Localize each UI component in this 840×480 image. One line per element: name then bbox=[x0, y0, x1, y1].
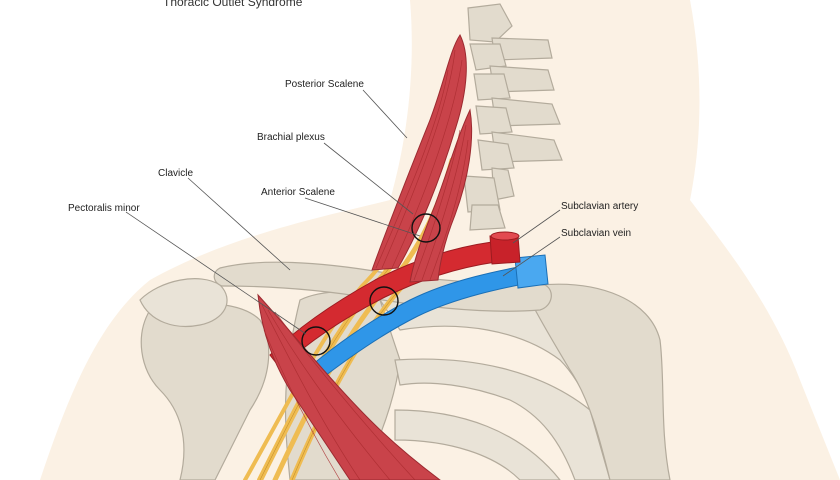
compression-circle-costoclavicular bbox=[369, 286, 399, 316]
compression-circle-pectoralis bbox=[301, 326, 331, 356]
compression-sites bbox=[301, 213, 441, 356]
diagram-title: Thoracic Outlet Syndrome bbox=[163, 0, 303, 9]
compression-circle-scalene bbox=[411, 213, 441, 243]
pectoralis-minor-muscle bbox=[257, 293, 441, 480]
label-pectoralis-minor: Pectoralis minor bbox=[68, 203, 140, 214]
cervical-spine bbox=[463, 3, 563, 231]
label-subclavian-vein: Subclavian vein bbox=[561, 228, 631, 239]
label-anterior-scalene: Anterior Scalene bbox=[261, 187, 335, 198]
anterior-scalene-muscle bbox=[409, 108, 473, 283]
leader-lines bbox=[125, 89, 561, 335]
label-posterior-scalene: Posterior Scalene bbox=[285, 79, 364, 90]
label-clavicle: Clavicle bbox=[158, 168, 193, 179]
posterior-scalene-muscle bbox=[371, 34, 467, 271]
label-subclavian-artery: Subclavian artery bbox=[561, 201, 638, 212]
shoulder-bones bbox=[139, 278, 671, 480]
label-brachial-plexus: Brachial plexus bbox=[257, 132, 325, 143]
